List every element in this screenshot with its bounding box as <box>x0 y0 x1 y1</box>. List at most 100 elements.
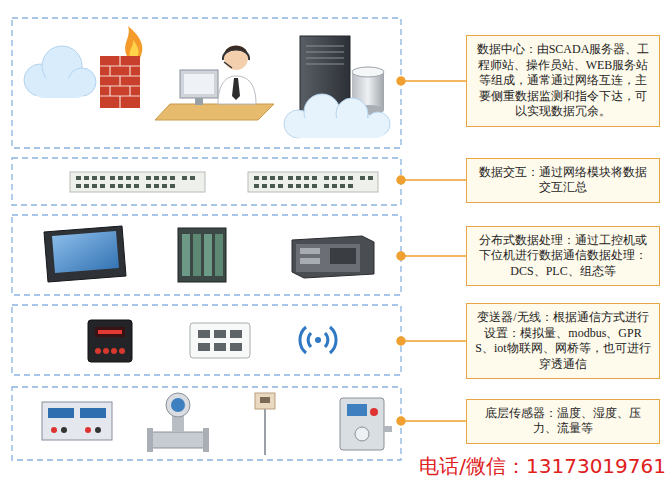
power-supply-icon <box>42 402 112 440</box>
firewall-icon <box>100 56 140 108</box>
touch-panel-icon <box>52 231 119 273</box>
network-switch-icon <box>340 184 345 188</box>
layer-band <box>12 215 401 295</box>
operator-station-icon <box>180 70 218 98</box>
plc-icon <box>182 234 190 276</box>
network-switch-icon <box>312 176 317 180</box>
network-switch-icon <box>154 176 159 180</box>
layer-band <box>12 387 401 460</box>
panel-meter-icon <box>111 348 117 354</box>
wireless-symbol <box>300 327 336 353</box>
network-switch-icon <box>162 176 167 180</box>
firewall-icon <box>119 96 120 108</box>
cloud-icon <box>34 78 86 98</box>
server-icon <box>284 36 390 138</box>
temperature-sensor-icon <box>264 409 266 455</box>
network-switch-icon <box>324 184 329 188</box>
layer-band <box>12 18 401 460</box>
network-switch-icon <box>262 176 267 180</box>
network-switch-icon <box>190 176 195 180</box>
leader-line <box>397 252 405 260</box>
network-switch-icon <box>278 176 283 180</box>
callout-box: 数据中心：由SCADA服务器、工程师站、操作员站、WEB服务站等组成，通常通过网… <box>466 35 660 127</box>
industrial-pc-icon <box>300 248 320 254</box>
network-switch-icon <box>348 184 353 188</box>
firewall-icon <box>100 56 140 108</box>
transmitter-module-icon <box>190 323 250 358</box>
callout-text: 数据中心：由SCADA服务器、工程师站、操作员站、WEB服务站等组成，通常通过网… <box>475 42 651 120</box>
network-switch-icon <box>162 184 167 188</box>
network-switch-icon <box>170 184 175 188</box>
leader-line <box>397 176 405 184</box>
network-switch-icon <box>304 184 309 188</box>
network-switch-icon <box>248 172 378 192</box>
network-switch-icon <box>76 184 81 188</box>
panel-meter-icon <box>98 330 122 334</box>
network-switch-icon <box>324 176 329 180</box>
network-switch-icon <box>170 176 175 180</box>
industrial-pc-icon <box>330 248 356 264</box>
server-icon <box>306 57 344 58</box>
flow-meter-icon <box>147 393 209 452</box>
wireless-symbol <box>315 337 321 343</box>
gas-detector-icon <box>384 426 392 432</box>
operator-station-icon <box>224 62 232 68</box>
touch-panel-icon <box>44 226 126 282</box>
wireless-symbol <box>330 327 336 353</box>
wireless-symbol <box>325 333 328 347</box>
callout-box: 数据交互：通过网络模块将数据交互汇总 <box>466 158 660 203</box>
power-supply-icon <box>95 427 101 433</box>
network-switch-icon <box>254 176 373 188</box>
operator-station-icon <box>155 46 274 121</box>
firewall-icon <box>129 86 130 96</box>
network-switch-icon <box>288 176 293 180</box>
network-switch-icon <box>254 184 259 188</box>
callout-text: 底层传感器：温度、湿度、压力、流量等 <box>475 406 651 437</box>
leader-line <box>397 337 405 345</box>
flow-meter-icon <box>171 398 185 412</box>
leader-line <box>401 420 466 422</box>
plc-icon <box>178 228 226 282</box>
wireless-symbol <box>300 327 306 353</box>
flow-meter-icon <box>147 428 153 452</box>
network-switch-icon <box>126 176 131 180</box>
plc-icon <box>178 228 226 282</box>
leader-line <box>397 77 405 85</box>
firewall-icon <box>100 26 142 108</box>
network-switch-icon <box>110 184 115 188</box>
leader-line <box>401 179 466 181</box>
layer-band <box>12 305 401 375</box>
layer-band <box>12 18 401 148</box>
industrial-pc-icon <box>292 236 374 278</box>
power-supply-icon <box>80 408 106 418</box>
power-supply-icon <box>48 408 74 418</box>
network-switch-icon <box>254 176 259 180</box>
gas-detector-icon <box>340 398 392 450</box>
firewall-icon <box>119 56 120 66</box>
transmitter-module-icon <box>214 330 226 338</box>
flow-meter-icon <box>150 432 206 448</box>
industrial-pc-icon <box>296 244 360 272</box>
network-switch-icon <box>340 176 345 180</box>
firewall-icon <box>109 86 110 96</box>
network-switch-icon <box>332 176 337 180</box>
firewall-icon <box>109 66 110 76</box>
firewall-icon <box>130 40 139 58</box>
server-icon <box>306 45 344 46</box>
server-icon <box>306 63 344 64</box>
network-switch-icon <box>134 176 139 180</box>
network-switch-icon <box>100 184 105 188</box>
network-switch-icon <box>126 184 131 188</box>
layer-band <box>12 158 401 205</box>
server-icon <box>284 94 390 138</box>
network-switch-icon <box>262 184 267 188</box>
callout-box: 分布式数据处理：通过工控机或下位机进行数据通信数据处理：DCS、PLC、组态等 <box>466 226 660 287</box>
network-switch-icon <box>182 176 187 180</box>
callout-text: 分布式数据处理：通过工控机或下位机进行数据通信数据处理：DCS、PLC、组态等 <box>475 233 651 280</box>
server-icon <box>290 118 386 138</box>
network-switch-icon <box>296 176 301 180</box>
plc-icon <box>215 234 223 276</box>
network-switch-icon <box>76 176 195 188</box>
network-switch-icon <box>278 184 283 188</box>
network-switch-icon <box>110 176 115 180</box>
